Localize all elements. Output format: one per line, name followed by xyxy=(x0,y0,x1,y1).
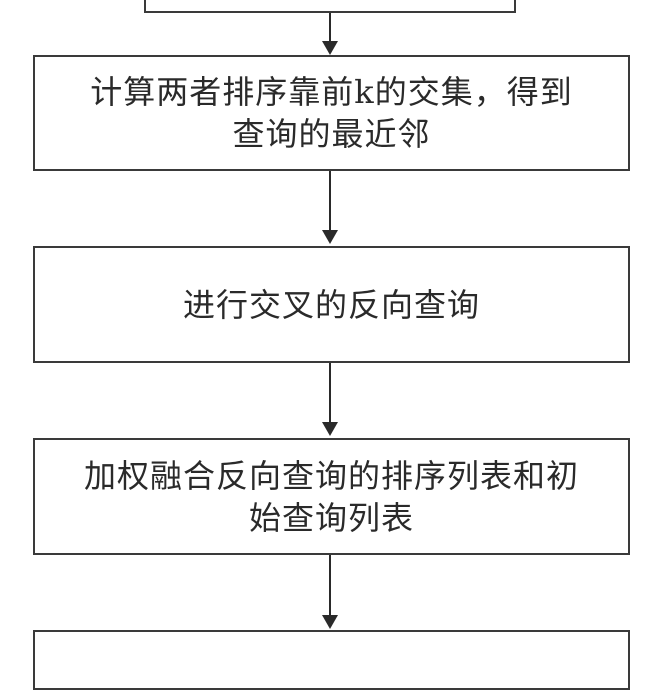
flow-step-box-cross-reverse-query: 进行交叉的反向查询 xyxy=(33,246,630,363)
flow-step-box-intersection: 计算两者排序靠前k的交集，得到 查询的最近邻 xyxy=(33,55,630,171)
flow-step-text: 计算两者排序靠前k的交集，得到 查询的最近邻 xyxy=(90,73,573,153)
flow-step-box-bottom-partial xyxy=(33,630,630,690)
flow-step-box-top-partial xyxy=(144,0,516,13)
flow-step-box-weighted-fusion: 加权融合反向查询的排序列表和初 始查询列表 xyxy=(33,438,630,555)
flow-step-text: 进行交叉的反向查询 xyxy=(182,285,480,324)
flow-step-text: 加权融合反向查询的排序列表和初 始查询列表 xyxy=(83,456,579,537)
